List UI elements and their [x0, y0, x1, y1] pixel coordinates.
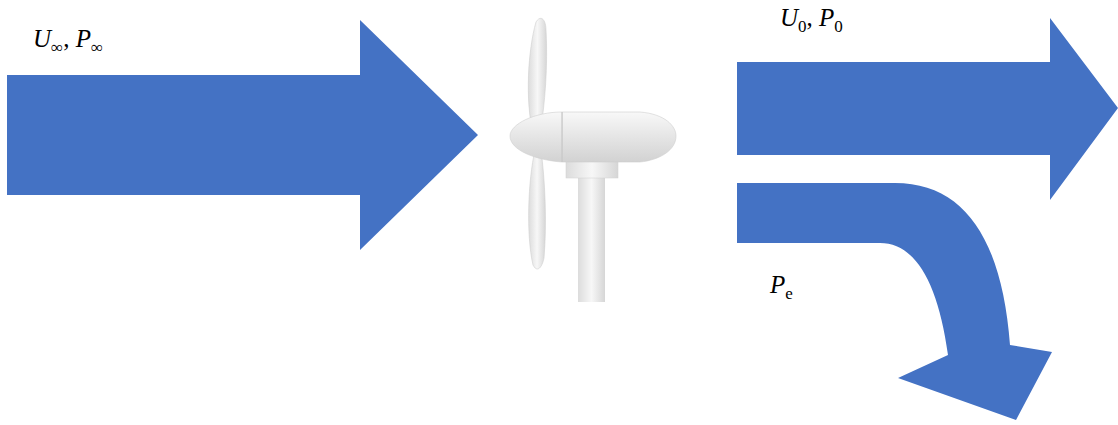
flow-label: Pe	[770, 272, 793, 297]
flow-label: U0, P0	[780, 5, 843, 30]
label-glyph: P	[819, 4, 834, 31]
outflow-arrow	[737, 18, 1118, 200]
label-glyph: U	[780, 4, 798, 31]
label-glyph: e	[785, 284, 793, 303]
label-glyph: ∞	[51, 38, 63, 57]
inflow-arrow	[7, 20, 478, 250]
tower-collar	[566, 160, 618, 178]
label-glyph: P	[770, 271, 785, 298]
turbine-nacelle	[562, 112, 676, 162]
turbine-tower	[578, 175, 605, 302]
label-glyph: P	[76, 25, 91, 52]
turbine-blade	[529, 150, 546, 269]
hub-seam	[562, 112, 563, 162]
label-glyph	[69, 25, 75, 52]
label-glyph: ,	[63, 25, 69, 52]
flow-label: U∞, P∞	[33, 26, 103, 51]
label-glyph: ,	[807, 4, 813, 31]
label-glyph: 0	[834, 17, 843, 36]
turbine-hub	[510, 112, 562, 162]
label-glyph	[813, 4, 819, 31]
wind-turbine	[510, 18, 676, 302]
label-glyph: ∞	[91, 38, 103, 57]
power-arrow	[737, 183, 1052, 420]
label-glyph: U	[33, 25, 51, 52]
label-glyph: 0	[798, 17, 807, 36]
